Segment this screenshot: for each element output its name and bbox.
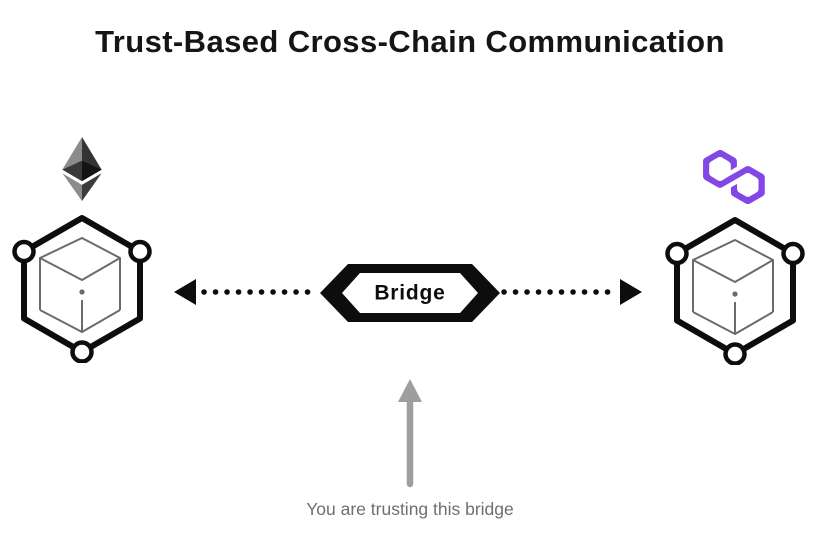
dotted-arrow-left-icon: [174, 279, 321, 305]
bridge-label: Bridge: [374, 282, 445, 305]
dotted-arrow-right-icon: [501, 279, 642, 305]
page-title: Trust-Based Cross-Chain Communication: [95, 24, 725, 59]
bridge-shape: Bridge: [320, 264, 500, 322]
blockchain-node-left: [12, 211, 152, 363]
blockchain-node-right: [665, 213, 805, 365]
trust-pointer-arrow-icon: [398, 379, 422, 488]
ethereum-icon: [62, 137, 102, 201]
polygon-icon: [703, 150, 765, 204]
trust-caption: You are trusting this bridge: [306, 499, 514, 519]
